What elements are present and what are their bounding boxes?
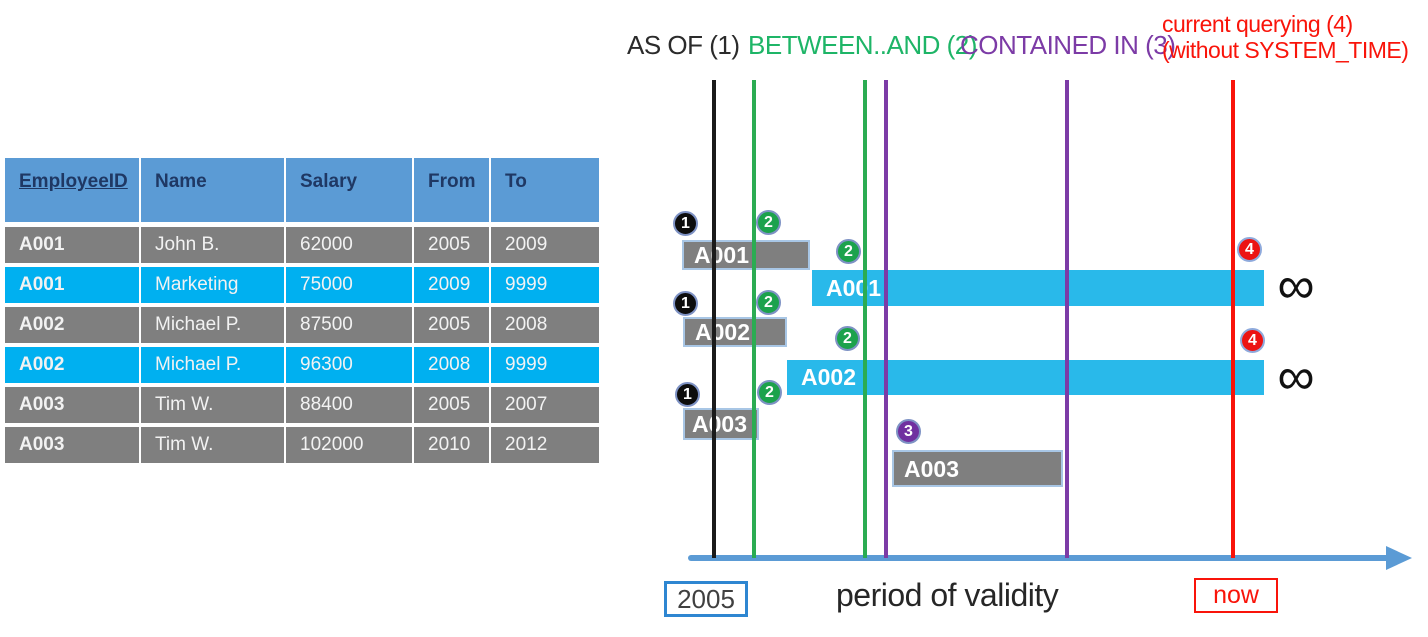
infinity-icon: ∞ (1277, 257, 1315, 315)
badge-2-a001-start: 2 (756, 210, 781, 235)
badge-1-a001: 1 (673, 211, 698, 236)
bar-a001-history: A001 (682, 240, 810, 270)
label-current-querying: current querying (4) (without SYSTEM_TIM… (1162, 11, 1409, 63)
table-row: A002 Michael P. 96300 2008 9999 (5, 347, 599, 383)
badge-1-a002: 1 (673, 291, 698, 316)
contained-start-line (884, 80, 888, 558)
label-contained-in: CONTAINED IN (3) (960, 30, 1176, 60)
label-between-and: BETWEEN..AND (2) (748, 30, 977, 60)
between-end-line (863, 80, 867, 558)
label-as-of: AS OF (1) (627, 30, 740, 60)
table-row: A003 Tim W. 88400 2005 2007 (5, 387, 599, 423)
table-row: A002 Michael P. 87500 2005 2008 (5, 307, 599, 343)
badge-2-a003: 2 (757, 380, 782, 405)
header-employeeid: EmployeeID (5, 158, 139, 222)
axis-title: period of validity (836, 577, 1059, 613)
table-row: A001 Marketing 75000 2009 9999 (5, 267, 599, 303)
header-name: Name (141, 158, 284, 222)
badge-2-a001-end: 2 (836, 239, 861, 264)
badge-1-a003: 1 (675, 382, 700, 407)
badge-2-a002-start: 2 (756, 290, 781, 315)
badge-2-a002-end: 2 (835, 326, 860, 351)
between-start-line (752, 80, 756, 558)
bar-a002-history: A002 (683, 317, 787, 347)
employee-table: EmployeeID Name Salary From To A001 John… (5, 158, 599, 467)
time-axis (688, 555, 1390, 561)
table-row: A001 John B. 62000 2005 2009 (5, 227, 599, 263)
start-year-box: 2005 (664, 581, 748, 617)
bar-a003-history-1: A003 (683, 408, 759, 440)
infinity-icon: ∞ (1277, 348, 1315, 406)
now-box: now (1194, 578, 1278, 613)
bar-a003-history-2: A003 (892, 450, 1063, 487)
header-from: From (414, 158, 489, 222)
now-line (1231, 80, 1235, 558)
table-row: A003 Tim W. 102000 2010 2012 (5, 427, 599, 463)
as-of-line (712, 80, 716, 558)
bar-a002-current: A002 (787, 360, 1264, 395)
contained-end-line (1065, 80, 1069, 558)
time-axis-arrowhead-icon (1386, 546, 1412, 570)
header-salary: Salary (286, 158, 412, 222)
badge-3-a003: 3 (896, 419, 921, 444)
badge-4-a001: 4 (1237, 237, 1262, 262)
badge-4-a002: 4 (1240, 328, 1265, 353)
bar-a001-current: A001 (812, 270, 1264, 306)
table-header-row: EmployeeID Name Salary From To (5, 158, 599, 222)
header-to: To (491, 158, 599, 222)
